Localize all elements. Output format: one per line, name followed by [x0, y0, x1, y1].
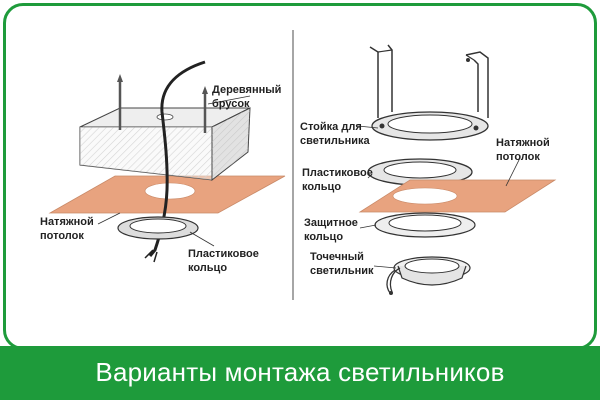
protective-ring — [374, 212, 476, 238]
label-fixture-stand-2: светильника — [300, 135, 371, 147]
spotlight-icon — [386, 256, 471, 295]
mounting-diagram: Деревянный брусок Натяжной потолок Пласт… — [40, 30, 557, 300]
screw-icon — [117, 74, 123, 130]
label-plastic-ring-left-1: Пластиковое — [188, 248, 259, 260]
diagram-card — [3, 3, 597, 350]
label-protective-ring-1: Защитное — [304, 217, 358, 229]
label-plastic-ring-right-1: Пластиковое — [302, 167, 373, 179]
label-stretch-ceiling-left-1: Натяжной — [40, 216, 94, 228]
label-wooden-beam-2: брусок — [212, 98, 250, 110]
screw-icon — [202, 86, 208, 133]
plastic-ring-left — [117, 216, 199, 240]
label-plastic-ring-right-2: кольцо — [302, 181, 341, 193]
label-stretch-ceiling-left-2: потолок — [40, 230, 84, 242]
title-banner — [0, 346, 600, 400]
label-protective-ring-2: кольцо — [304, 231, 343, 243]
label-plastic-ring-left-2: кольцо — [188, 262, 227, 274]
label-fixture-stand-1: Стойка для — [300, 121, 362, 133]
wooden-beam — [79, 107, 251, 182]
label-stretch-ceiling-right-2: потолок — [496, 151, 540, 163]
label-spotlight-2: светильник — [310, 265, 374, 277]
ceiling-hole-right — [392, 187, 458, 205]
page-title: Варианты монтажа светильников — [95, 357, 505, 387]
label-stretch-ceiling-right-1: Натяжной — [496, 137, 550, 149]
fixture-stand — [369, 44, 489, 141]
left-panel: Деревянный брусок Натяжной потолок Пласт… — [40, 60, 286, 274]
label-spotlight-1: Точечный — [310, 251, 364, 263]
plastic-ring-right — [367, 158, 473, 186]
stretch-ceiling-right — [358, 179, 557, 213]
right-panel: Стойка для светильника Натяжной потолок … — [300, 44, 557, 295]
ceiling-hole-left — [144, 182, 196, 200]
label-wooden-beam-1: Деревянный — [212, 84, 281, 96]
